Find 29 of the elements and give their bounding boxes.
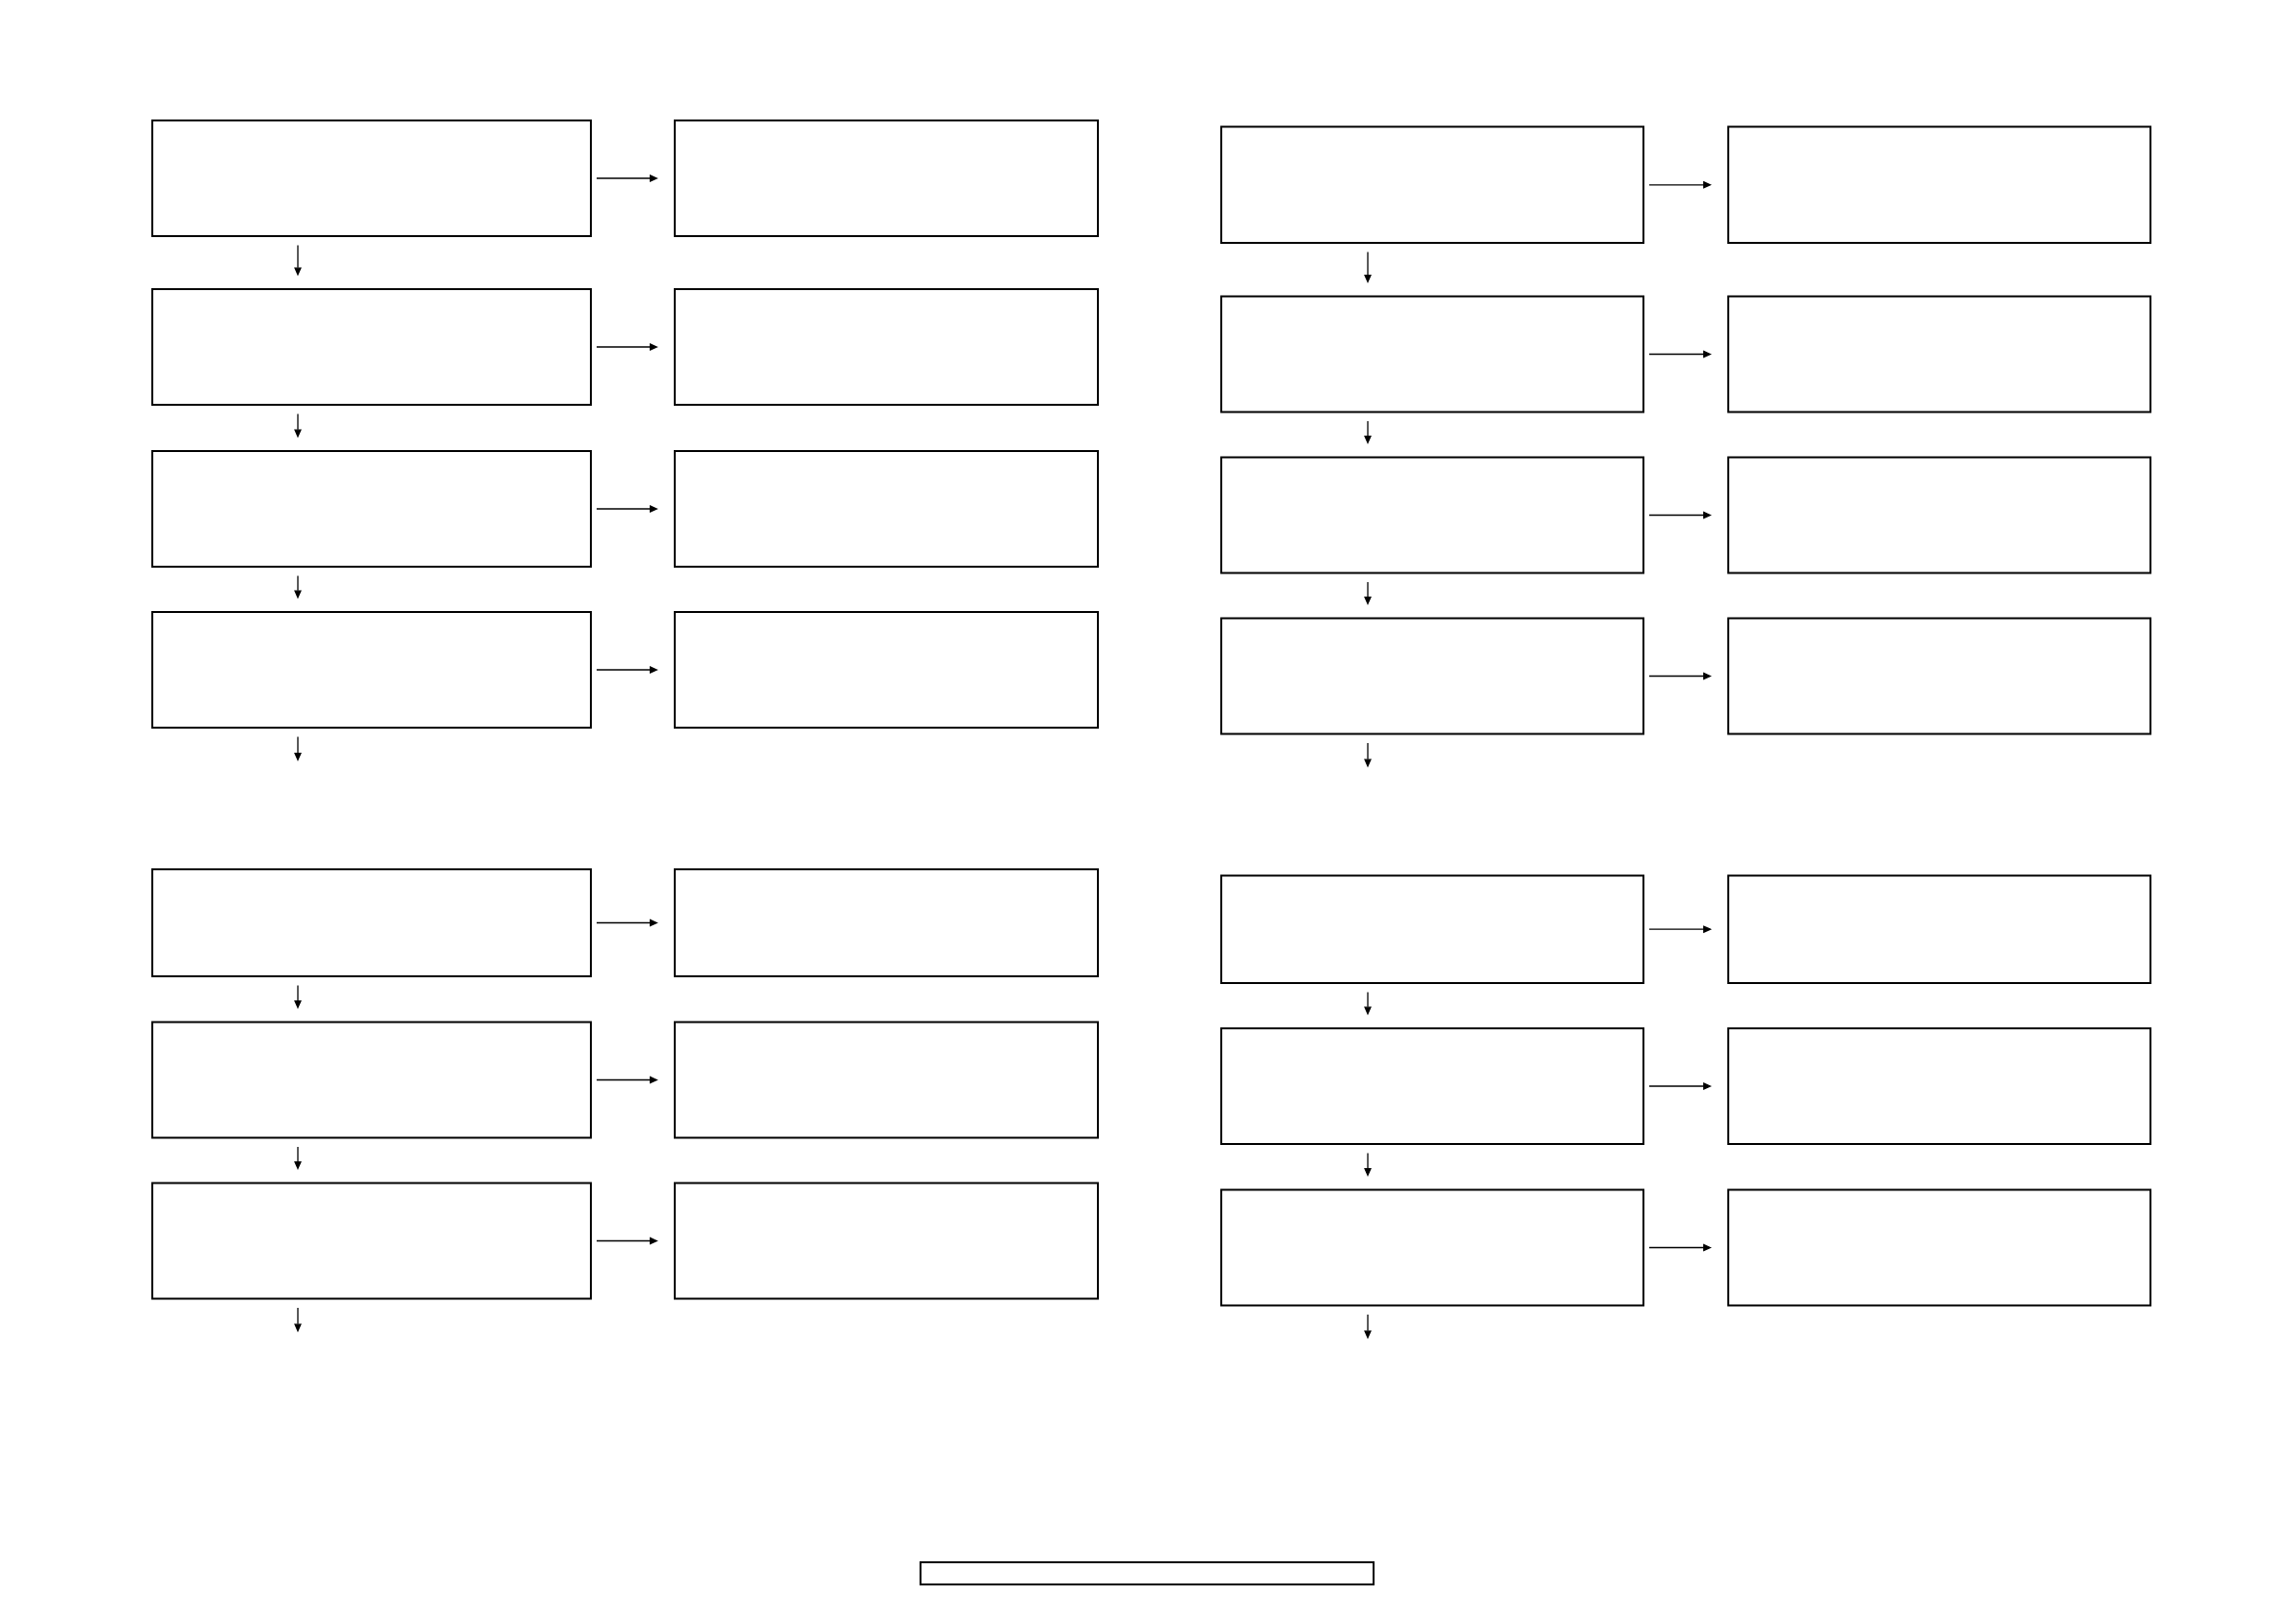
process-box — [151, 868, 592, 977]
process-box — [1727, 295, 2151, 413]
process-box — [1727, 125, 2151, 245]
process-box — [1727, 617, 2151, 735]
process-box — [1727, 874, 2151, 984]
process-box — [674, 1021, 1099, 1139]
process-box — [1727, 1027, 2151, 1145]
process-box — [1220, 1188, 1644, 1307]
empty-box — [920, 1561, 1375, 1585]
process-box — [1727, 1188, 2151, 1307]
process-box — [674, 611, 1099, 729]
process-box — [151, 288, 592, 406]
process-box — [674, 1182, 1099, 1300]
process-box — [151, 120, 592, 237]
process-box — [1727, 456, 2151, 574]
process-box — [674, 120, 1099, 237]
process-box — [1220, 1027, 1644, 1145]
process-box — [1220, 295, 1644, 413]
process-box — [1220, 125, 1644, 245]
process-box — [151, 450, 592, 568]
process-box — [1220, 456, 1644, 574]
process-box — [1220, 874, 1644, 984]
process-box — [674, 868, 1099, 977]
process-box — [674, 450, 1099, 568]
process-box — [151, 611, 592, 729]
process-box — [1220, 617, 1644, 735]
process-box — [674, 288, 1099, 406]
process-box — [151, 1182, 592, 1300]
process-box — [151, 1021, 592, 1139]
